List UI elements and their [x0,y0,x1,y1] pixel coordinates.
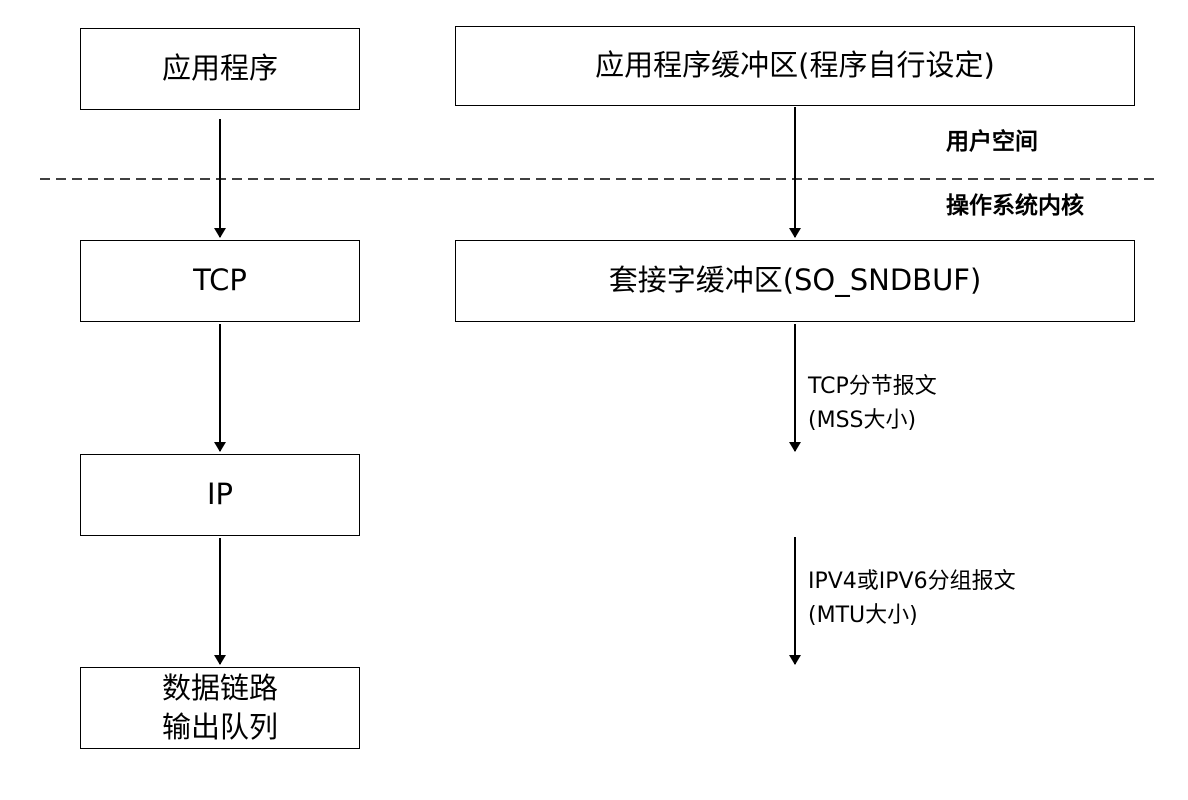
ip-label: IP [206,477,234,512]
datalink-label-line1: 数据链路 [161,670,278,705]
ip-box: IP [80,454,360,536]
socket-buffer-label: 套接字缓冲区(SO_SNDBUF) [608,263,982,298]
kernel-label: 操作系统内核 [946,193,1084,219]
tcp-segment-line2: (MSS大小) [808,408,917,434]
app-buffer-box: 应用程序缓冲区(程序自行设定) [455,26,1135,106]
ip-packet-label: IPV4或IPV6分组报文 (MTU大小) [808,565,1016,633]
ip-packet-line2: (MTU大小) [808,603,918,629]
app-buffer-label: 应用程序缓冲区(程序自行设定) [595,48,995,83]
user-space-label: 用户空间 [946,129,1038,155]
application-label: 应用程序 [161,51,278,86]
tcp-segment-line1: TCP分节报文 [808,374,937,399]
ip-packet-line1: IPV4或IPV6分组报文 [808,569,1016,594]
tcp-label: TCP [193,263,247,298]
datalink-queue-box: 数据链路 输出队列 [80,667,360,749]
socket-buffer-box: 套接字缓冲区(SO_SNDBUF) [455,240,1135,322]
tcp-segment-label: TCP分节报文 (MSS大小) [808,370,937,438]
application-box: 应用程序 [80,28,360,110]
tcp-box: TCP [80,240,360,322]
datalink-label-line2: 输出队列 [161,710,278,744]
